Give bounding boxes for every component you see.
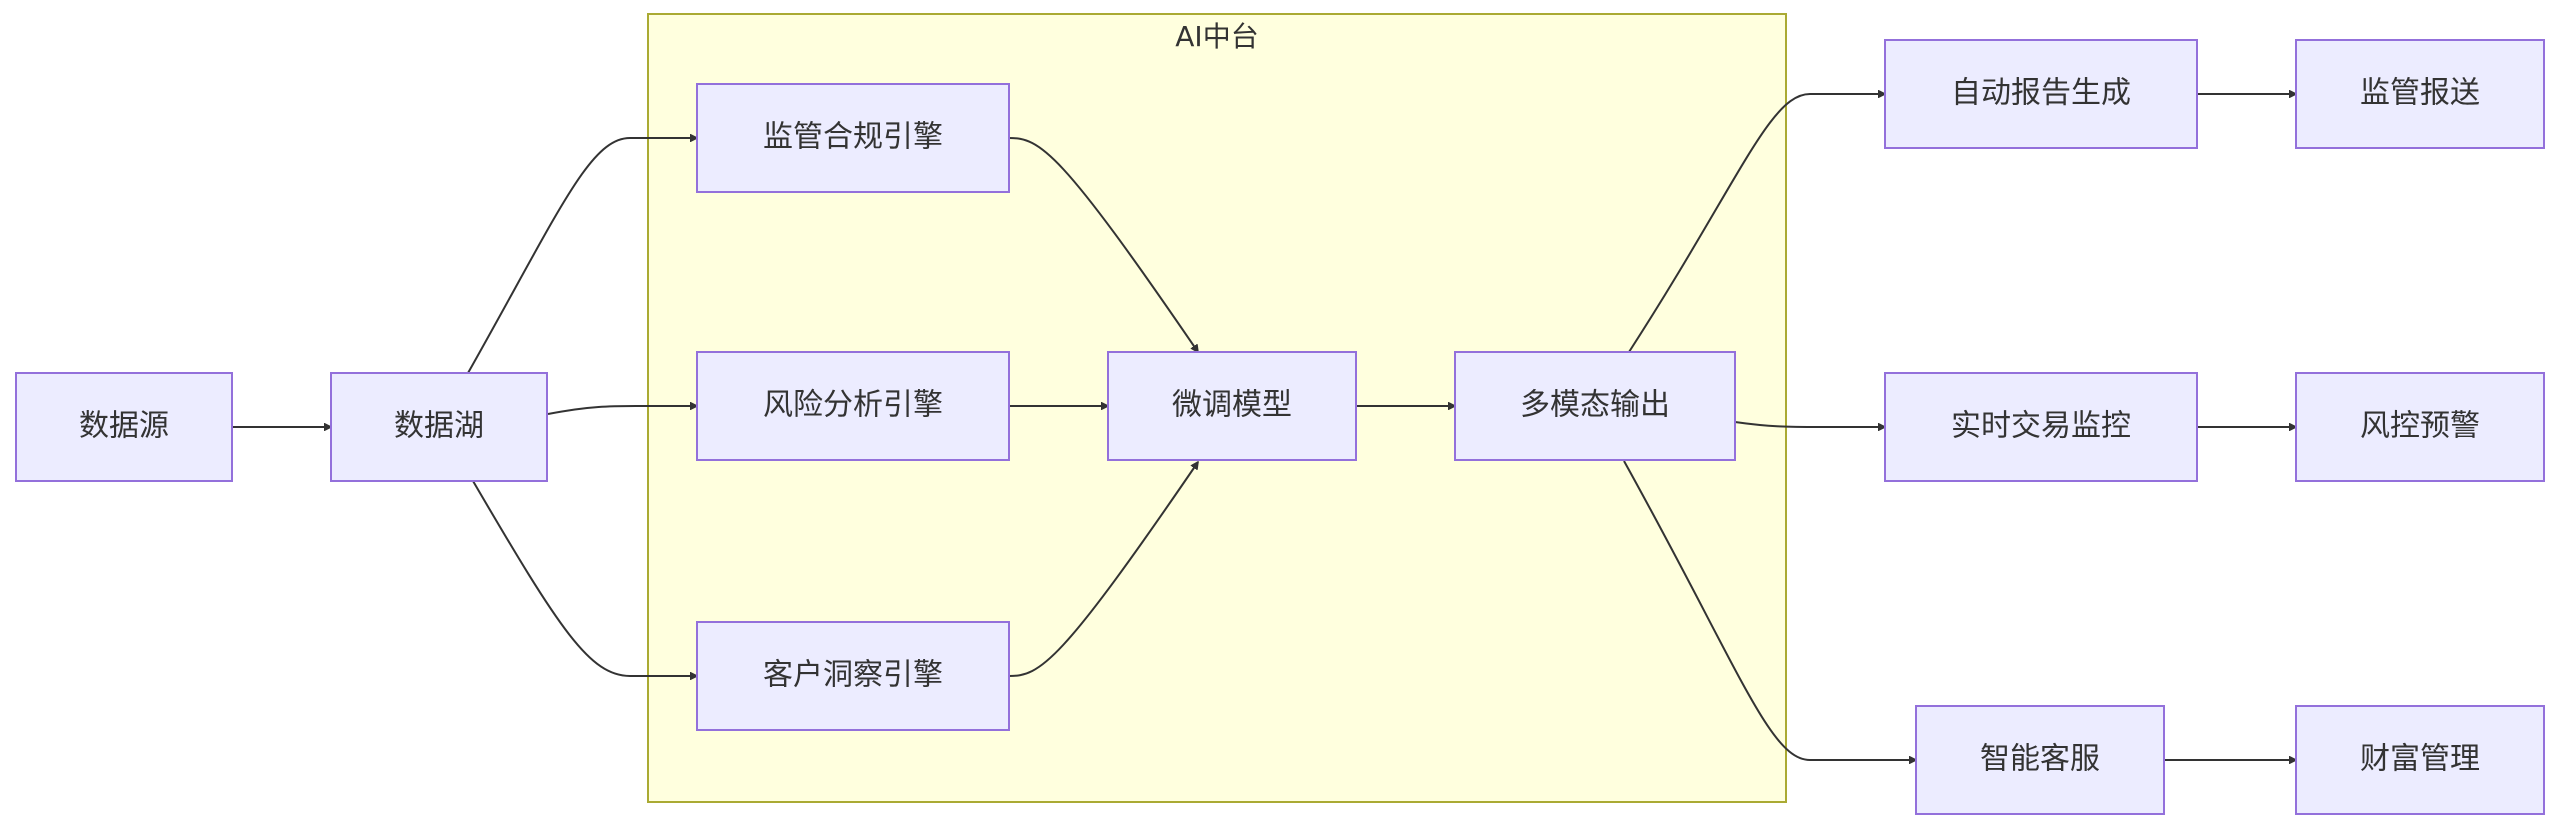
node-smart-service: 智能客服	[1915, 705, 2165, 815]
node-wealth-management-label: 财富管理	[2360, 742, 2480, 777]
node-regulatory-submission-label: 监管报送	[2360, 76, 2480, 111]
node-wealth-management: 财富管理	[2295, 705, 2545, 815]
node-auto-report: 自动报告生成	[1884, 39, 2198, 149]
edge-data-lake-to-customer-engine	[472, 480, 697, 676]
edge-multimodal-output-to-smart-service	[1623, 460, 1916, 760]
node-realtime-monitor-label: 实时交易监控	[1951, 409, 2131, 444]
edge-multimodal-output-to-realtime-monitor	[1734, 421, 1885, 427]
node-auto-report-label: 自动报告生成	[1951, 76, 2131, 111]
node-multimodal-output-label: 多模态输出	[1520, 388, 1670, 423]
edge-customer-engine-to-finetune-model	[1008, 462, 1198, 677]
node-risk-engine-label: 风险分析引擎	[763, 388, 943, 423]
edge-data-lake-to-risk-engine	[547, 406, 697, 415]
node-risk-warning: 风控预警	[2295, 372, 2545, 482]
node-data-source-label: 数据源	[79, 409, 169, 444]
node-data-lake: 数据湖	[330, 372, 548, 482]
node-compliance-engine: 监管合规引擎	[696, 83, 1010, 193]
node-data-source: 数据源	[15, 372, 233, 482]
node-regulatory-submission: 监管报送	[2295, 39, 2545, 149]
node-finetune-model: 微调模型	[1107, 351, 1357, 461]
node-compliance-engine-label: 监管合规引擎	[763, 120, 943, 155]
edge-compliance-engine-to-finetune-model	[1008, 137, 1198, 352]
node-realtime-monitor: 实时交易监控	[1884, 372, 2198, 482]
node-smart-service-label: 智能客服	[1980, 742, 2100, 777]
node-customer-engine: 客户洞察引擎	[696, 621, 1010, 731]
node-multimodal-output: 多模态输出	[1454, 351, 1736, 461]
edges	[232, 94, 2296, 760]
ai-platform-cluster-title: AI中台	[1175, 20, 1258, 53]
node-risk-warning-label: 风控预警	[2360, 409, 2480, 444]
node-customer-engine-label: 客户洞察引擎	[763, 658, 943, 693]
edge-data-lake-to-compliance-engine	[467, 138, 697, 374]
node-risk-engine: 风险分析引擎	[696, 351, 1010, 461]
edge-multimodal-output-to-auto-report	[1628, 94, 1885, 353]
node-data-lake-label: 数据湖	[394, 409, 484, 444]
node-finetune-model-label: 微调模型	[1172, 388, 1292, 423]
nodes: 数据源 数据湖 监管合规引擎 风险分析引擎 客户洞察引擎 微调模型 多模态输出	[15, 39, 2545, 815]
